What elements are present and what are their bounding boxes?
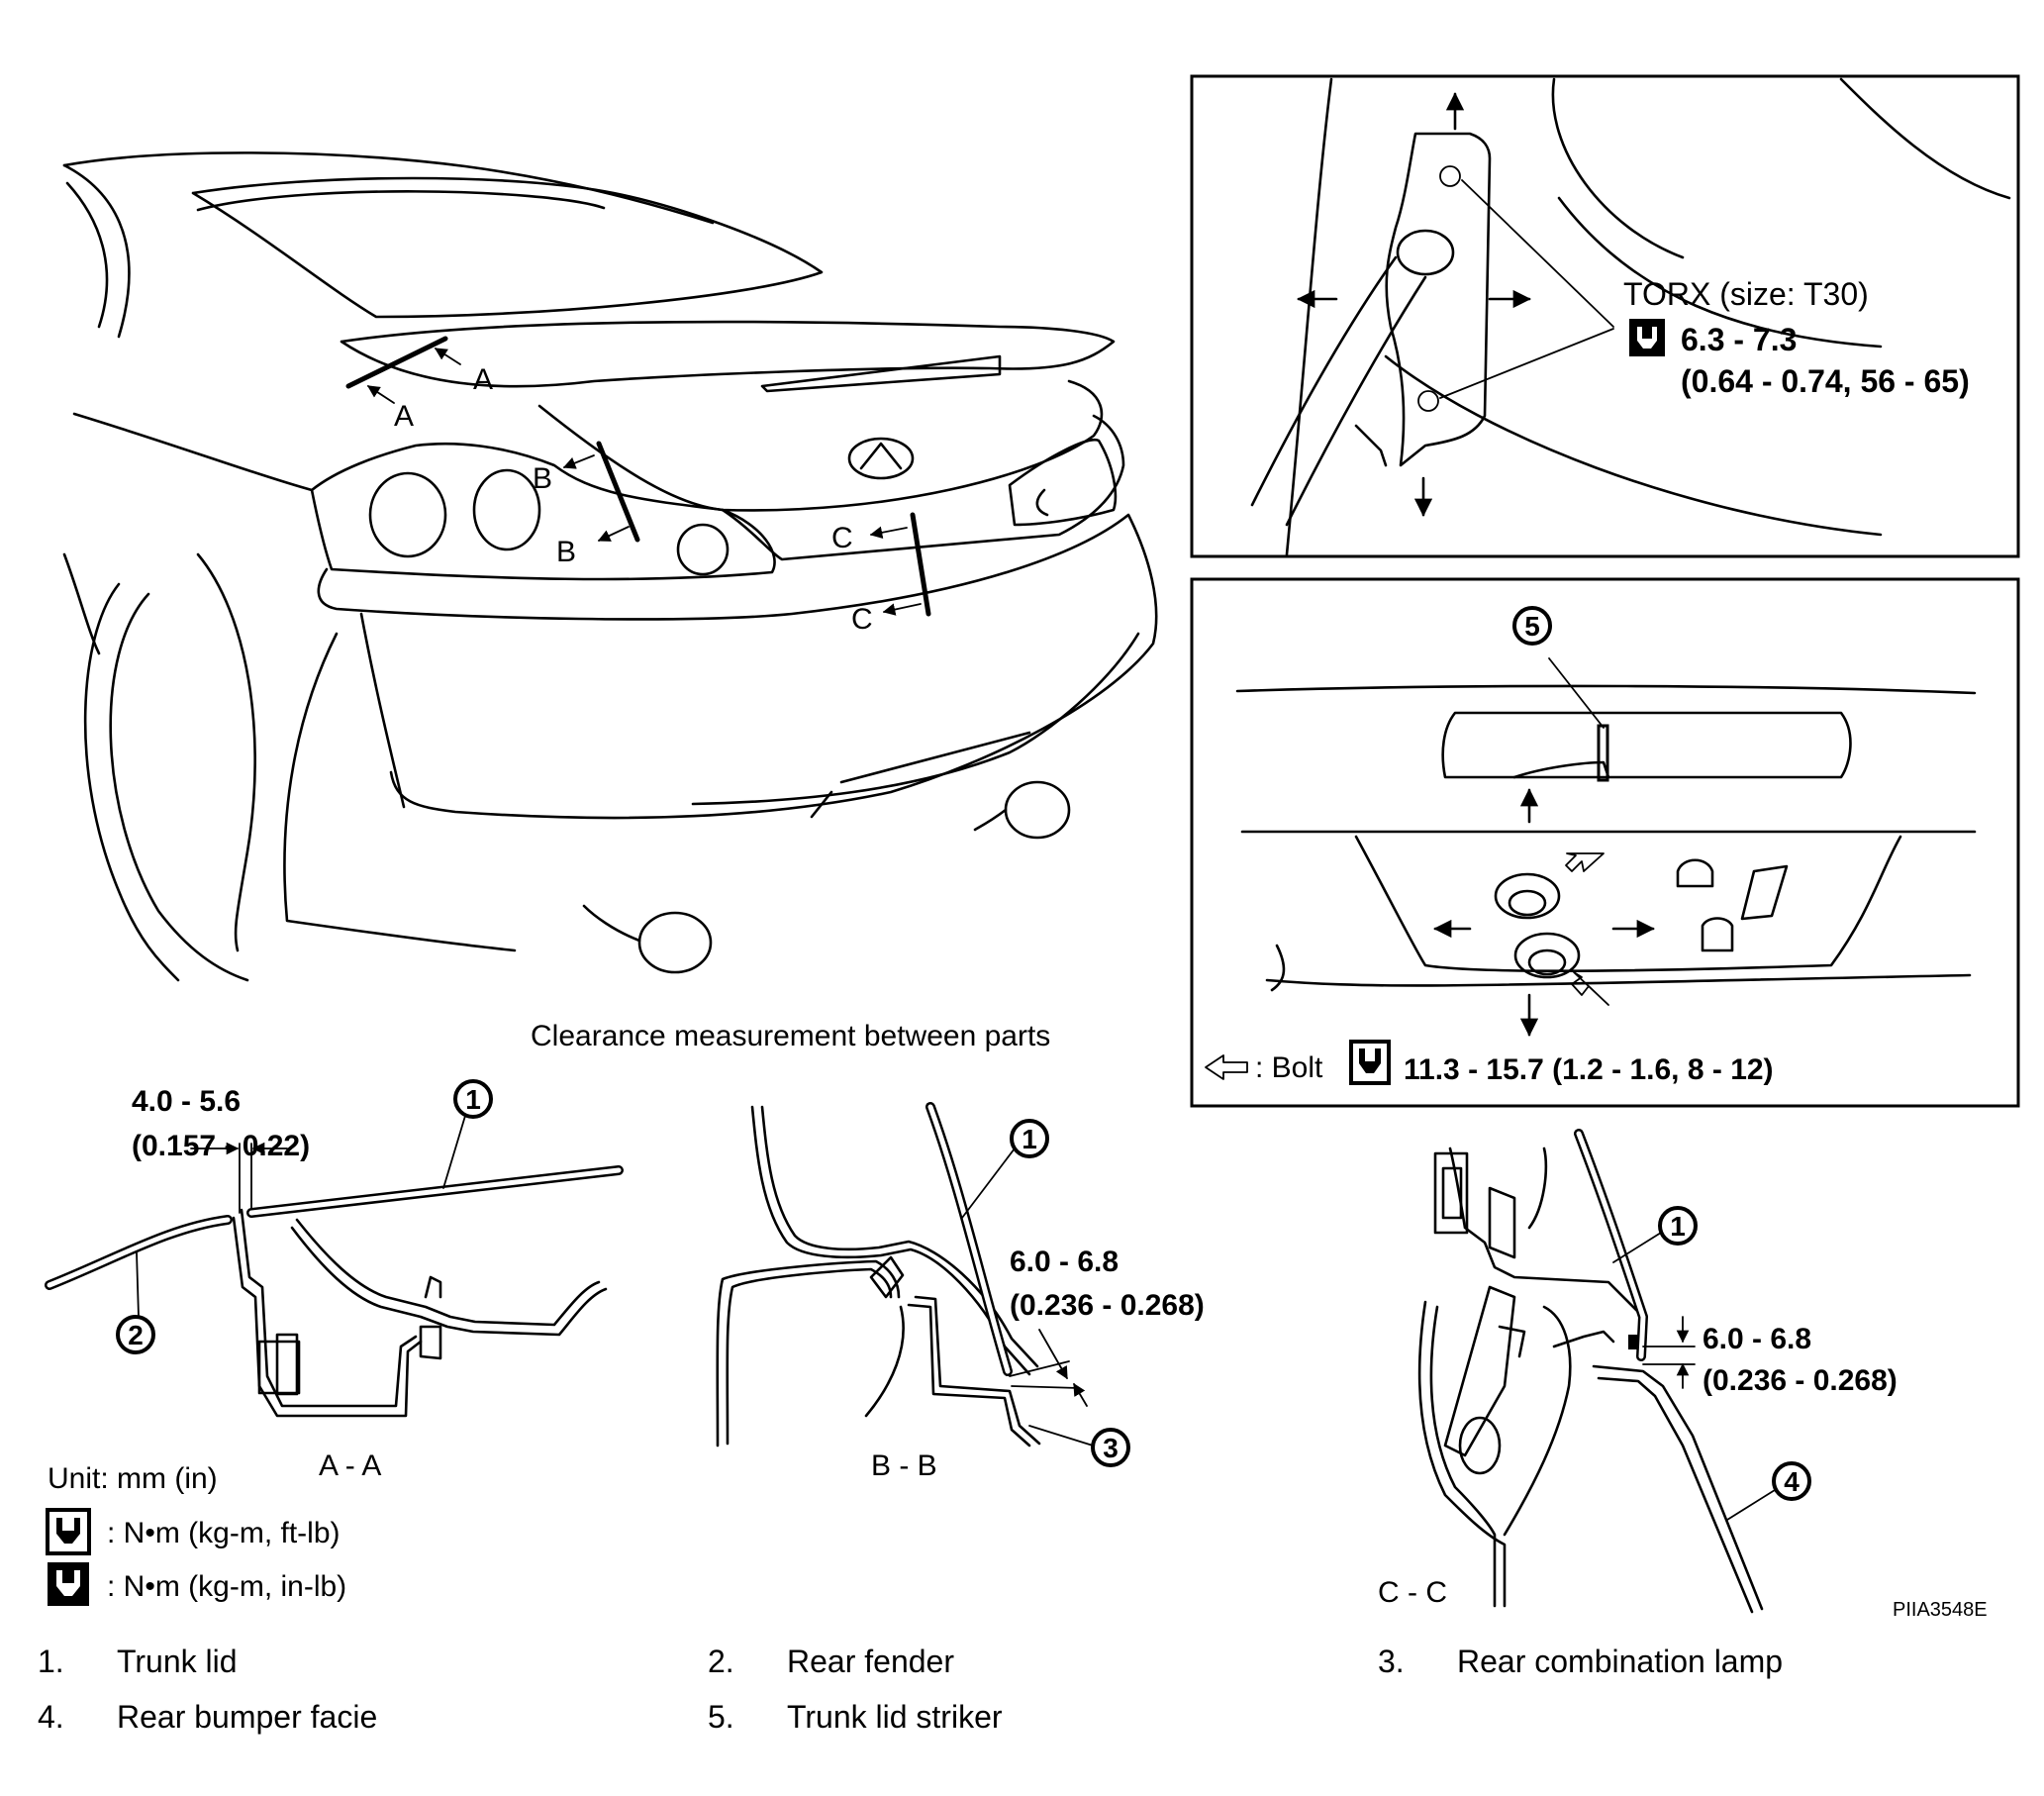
bolt-torque: 11.3 - 15.7 (1.2 - 1.6, 8 - 12) [1404, 1053, 1774, 1086]
section-label-c2: C [851, 603, 873, 636]
bb-dim-in: (0.236 - 0.268) [1010, 1289, 1205, 1322]
section-a-a: 4.0 - 5.6 (0.157 - 0.22) 1 2 A - A [45, 1079, 624, 1482]
aa-dim-in: (0.157 - 0.22) [132, 1130, 310, 1162]
aa-dim: 4.0 - 5.6 [132, 1085, 241, 1118]
legend-name: Rear combination lamp [1457, 1644, 1784, 1679]
torque-wrench-icon [46, 1508, 91, 1555]
torque-wrench-inlb-icon [1629, 319, 1665, 356]
section-label-c1: C [831, 522, 853, 554]
section-b-b: 6.0 - 6.8 (0.236 - 0.268) 1 3 B - B [716, 1102, 1205, 1482]
legend-num: 4. [38, 1699, 64, 1735]
hollow-arrow-icon [1205, 1054, 1248, 1080]
bb-title: B - B [871, 1449, 937, 1482]
torque-wrench-inlb-icon [48, 1562, 89, 1606]
car-rear-illustration: A A B B C C [62, 151, 1158, 982]
legend-name: Rear bumper facie [117, 1699, 378, 1735]
callout-4-cc: 4 [1784, 1466, 1800, 1497]
bolt-prefix: : Bolt [1255, 1051, 1323, 1084]
section-label-b1: B [533, 462, 552, 495]
torx-torque-alt: (0.64 - 0.74, 56 - 65) [1681, 363, 1970, 399]
cc-title: C - C [1378, 1576, 1447, 1609]
clearance-title: Clearance measurement between parts [531, 1020, 1050, 1052]
section-label-a2: A [473, 363, 493, 396]
unit-legend: Unit: mm (in) : N•m (kg-m, ft-lb) : N•m … [46, 1462, 346, 1606]
striker-detail-box: 5 : Bolt 11.3 - 15.7 (1.2 - 1.6, 8 - 12) [1190, 577, 2020, 1108]
callout-1-cc: 1 [1670, 1211, 1686, 1242]
legend-name: Trunk lid [117, 1644, 238, 1679]
callout-5-top: 5 [1524, 611, 1540, 642]
legend-name: Trunk lid striker [787, 1699, 1003, 1735]
callout-3-bb: 3 [1103, 1433, 1119, 1463]
hinge-detail-box: TORX (size: T30) 6.3 - 7.3 (0.64 - 0.74,… [1190, 74, 2020, 558]
bb-dim: 6.0 - 6.8 [1010, 1246, 1119, 1278]
legend-num: 2. [708, 1644, 734, 1679]
legend-num: 1. [38, 1644, 64, 1679]
callout-1-bb: 1 [1022, 1124, 1037, 1154]
legend-name: Rear fender [787, 1644, 954, 1679]
unit-ftlb: : N•m (kg-m, ft-lb) [107, 1517, 341, 1549]
section-c-c: 6.0 - 6.8 (0.236 - 0.268) 1 4 C - C [1378, 1129, 1898, 1614]
legend-num: 5. [708, 1699, 734, 1735]
aa-title: A - A [319, 1449, 381, 1482]
section-label-b2: B [556, 536, 576, 568]
cc-dim-in: (0.236 - 0.268) [1703, 1364, 1898, 1397]
callout-1-aa: 1 [465, 1084, 481, 1115]
unit-inlb: : N•m (kg-m, in-lb) [107, 1570, 346, 1603]
unit-label: Unit: mm (in) [48, 1462, 218, 1495]
legend-num: 3. [1378, 1644, 1405, 1679]
callout-2-aa: 2 [128, 1320, 144, 1350]
figure-code: PIIA3548E [1893, 1599, 1988, 1621]
cc-dim: 6.0 - 6.8 [1703, 1323, 1811, 1355]
section-label-a1: A [394, 400, 414, 433]
torque-wrench-icon [1349, 1040, 1391, 1085]
torx-torque: 6.3 - 7.3 [1681, 322, 1797, 357]
torx-label: TORX (size: T30) [1623, 276, 1869, 312]
